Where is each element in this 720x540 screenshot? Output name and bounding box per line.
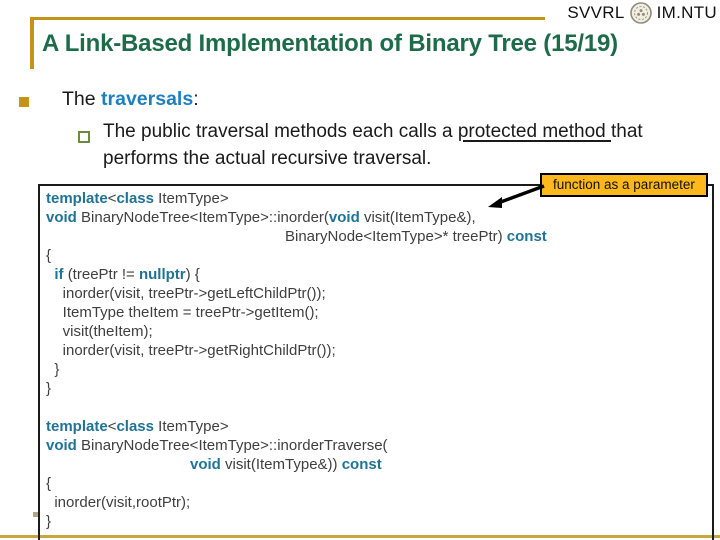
org-left-label: SVVRL <box>567 3 625 22</box>
ntu-seal-icon <box>629 2 652 24</box>
code-block-inorder: template<class ItemType>void BinaryNodeT… <box>46 190 547 397</box>
bullet-square-icon <box>19 97 29 107</box>
top-rule <box>31 17 545 20</box>
bullet2-pre: The public traversal methods each calls … <box>103 121 458 142</box>
sub-bullet-square-icon <box>78 131 90 143</box>
bullet2-post: that performs the actual recursive trave… <box>103 121 643 169</box>
code-gap <box>46 398 712 417</box>
bullet1-highlight: traversals <box>101 88 194 110</box>
bullet-level1: The traversals: <box>62 88 199 111</box>
callout-label: function as a parameter <box>540 173 708 197</box>
code-content: template<class ItemType>void BinaryNodeT… <box>40 186 712 531</box>
org-header: SVVRL IM.NTU <box>567 2 717 24</box>
bottom-rule <box>0 535 720 538</box>
bullet2-underlined: protected method <box>457 121 611 142</box>
title-bracket <box>30 17 34 69</box>
callout-arrow-icon <box>488 184 545 208</box>
code-panel: template<class ItemType>void BinaryNodeT… <box>38 184 714 540</box>
bullet1-post: : <box>193 88 199 110</box>
code-block-inorder-traverse: template<class ItemType>void BinaryNodeT… <box>46 418 388 530</box>
bullet1-pre: The <box>62 88 102 110</box>
org-right-label: IM.NTU <box>656 3 717 22</box>
bullet-level2: The public traversal methods each calls … <box>103 118 688 172</box>
page-title: A Link-Based Implementation of Binary Tr… <box>42 30 618 57</box>
margin-dot <box>33 512 38 517</box>
